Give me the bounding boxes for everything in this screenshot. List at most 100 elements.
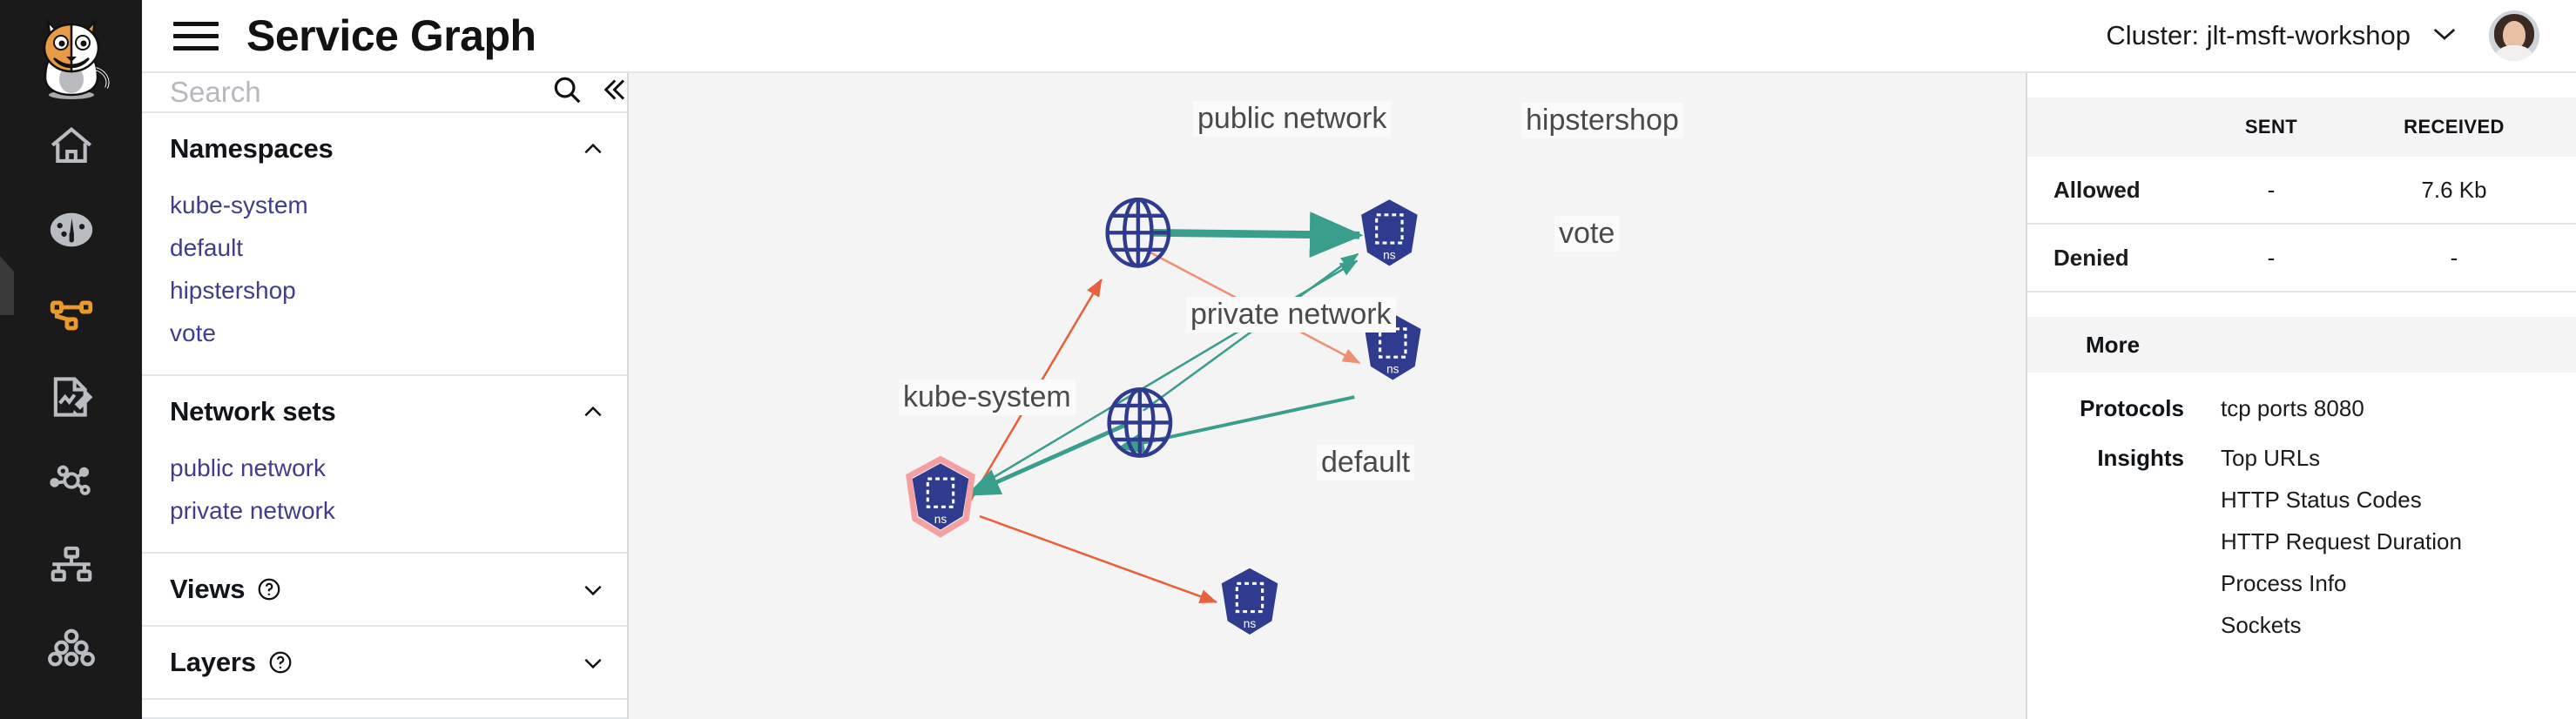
- row-label-denied: Denied: [2053, 244, 2129, 271]
- section-body-namespaces: kube-system default hipstershop vote: [142, 185, 627, 374]
- sidebar-item-hipstershop[interactable]: hipstershop: [170, 277, 296, 305]
- chevron-down-icon[interactable]: [582, 578, 604, 601]
- rail-item-dashboard[interactable]: [0, 188, 142, 272]
- protocols-value: tcp ports 8080: [2221, 395, 2364, 421]
- icon-rail: [0, 0, 142, 719]
- protocols-row: Protocols tcp ports 8080: [2027, 373, 2576, 422]
- insight-http-status-codes[interactable]: HTTP Status Codes: [2221, 487, 2422, 513]
- protocols-label: Protocols: [2080, 395, 2184, 421]
- rail-item-network[interactable]: [0, 439, 142, 522]
- chevron-up-icon[interactable]: [582, 138, 604, 160]
- node-hipstershop[interactable]: ns: [1361, 199, 1418, 266]
- search-row: [142, 73, 627, 113]
- sidebar-item-public-network[interactable]: public network: [170, 454, 326, 482]
- rail-item-clusters[interactable]: [0, 606, 142, 689]
- table-row: Allowed - 7.6 Kb: [2027, 157, 2576, 225]
- chevron-down-icon[interactable]: [2431, 26, 2458, 46]
- cell-allowed-sent: -: [2267, 176, 2276, 203]
- section-header-layers[interactable]: Layers: [142, 627, 627, 698]
- section-title: Namespaces: [170, 132, 334, 164]
- node-label-public-network[interactable]: public network: [1193, 101, 1392, 137]
- node-public-network[interactable]: [1105, 198, 1171, 268]
- node-label-hipstershop[interactable]: hipstershop: [1521, 103, 1683, 138]
- insights-label: Insights: [2097, 445, 2184, 471]
- avatar[interactable]: [2489, 10, 2539, 61]
- edge-kube-system-hipstershop[interactable]: [970, 259, 1359, 492]
- insights-row: Insights Top URLs HTTP Status Codes HTTP…: [2027, 422, 2576, 639]
- table-row: Denied - -: [2027, 225, 2576, 292]
- hierarchy-icon: [46, 539, 97, 589]
- edge-kube-system-default[interactable]: [979, 514, 1218, 604]
- chevron-up-icon[interactable]: [582, 400, 604, 423]
- rail-item-home[interactable]: [0, 104, 142, 188]
- cell-denied-received: -: [2450, 244, 2458, 271]
- clusters-icon: [46, 622, 97, 673]
- section-title: Network sets: [170, 395, 336, 427]
- section-layers: Layers: [142, 627, 627, 700]
- insight-process-info[interactable]: Process Info: [2221, 570, 2347, 596]
- service-graph-canvas-panel: Namespaces from 15 minutes to 0 minutes …: [629, 0, 2027, 719]
- help-circle-icon[interactable]: [267, 649, 293, 675]
- node-label-vote[interactable]: vote: [1554, 216, 1620, 252]
- chevron-down-icon[interactable]: [582, 651, 604, 674]
- svg-text:ns: ns: [1386, 363, 1399, 376]
- section-network-sets: Network sets public network private netw…: [142, 376, 627, 554]
- search-icon[interactable]: [550, 73, 583, 111]
- section-header-namespaces[interactable]: Namespaces: [142, 113, 627, 185]
- rail-item-service-graph[interactable]: [0, 256, 142, 355]
- more-section-header[interactable]: More: [2027, 317, 2576, 373]
- insight-top-urls[interactable]: Top URLs: [2221, 445, 2321, 471]
- service-graph-icon: [46, 288, 97, 339]
- edge-public-network-hipstershop[interactable]: [1153, 212, 1364, 258]
- graph-edges: [966, 212, 1364, 604]
- row-label-allowed: Allowed: [2053, 176, 2141, 203]
- rail-item-policies[interactable]: [0, 355, 142, 439]
- cell-allowed-received: 7.6 Kb: [2421, 176, 2487, 203]
- sidebar-item-vote[interactable]: vote: [170, 319, 216, 347]
- nodes-icon: [46, 455, 97, 506]
- sidebar-item-default[interactable]: default: [170, 234, 244, 262]
- section-header-network-sets[interactable]: Network sets: [142, 376, 627, 447]
- details-gap: [2027, 292, 2576, 317]
- sidebar-item-private-network[interactable]: private network: [170, 497, 335, 525]
- hamburger-icon[interactable]: [173, 21, 219, 50]
- insights-list: Top URLs HTTP Status Codes HTTP Request …: [2184, 445, 2462, 639]
- cell-denied-sent: -: [2267, 244, 2276, 271]
- search-box[interactable]: [170, 73, 583, 111]
- rail-item-topology[interactable]: [0, 522, 142, 606]
- left-sidebar: Namespaces kube-system default hipstersh…: [142, 0, 629, 719]
- svg-text:ns: ns: [1383, 249, 1396, 262]
- sidebar-tail: [142, 700, 627, 719]
- graph-canvas[interactable]: ns ns ns: [629, 84, 2026, 719]
- svg-text:ns: ns: [1244, 617, 1257, 630]
- node-label-kube-system[interactable]: kube-system: [899, 380, 1076, 415]
- insight-sockets[interactable]: Sockets: [2221, 612, 2302, 638]
- search-input[interactable]: [170, 75, 540, 109]
- cluster-selector[interactable]: Cluster: jlt-msft-workshop: [2106, 20, 2411, 50]
- node-private-network[interactable]: [1107, 387, 1173, 458]
- chevron-double-left-icon[interactable]: [592, 74, 634, 110]
- insight-http-request-duration[interactable]: HTTP Request Duration: [2221, 528, 2462, 554]
- details-table-header: SENT RECEIVED: [2027, 97, 2576, 157]
- dashboard-icon: [46, 205, 97, 255]
- node-kube-system[interactable]: ns: [906, 455, 975, 538]
- section-header-views[interactable]: Views: [142, 554, 627, 625]
- sidebar-item-kube-system[interactable]: kube-system: [170, 192, 308, 219]
- page-title: Service Graph: [246, 11, 536, 60]
- graph-svg[interactable]: ns ns ns: [629, 84, 2026, 719]
- home-icon: [46, 121, 97, 171]
- col-sent: SENT: [2244, 116, 2298, 138]
- top-bar: Service Graph Cluster: jlt-msft-workshop: [142, 0, 2576, 73]
- edge-private-network-kube-system[interactable]: [966, 422, 1129, 497]
- col-received: RECEIVED: [2404, 116, 2505, 138]
- help-circle-icon[interactable]: [256, 576, 282, 602]
- svg-text:ns: ns: [934, 513, 947, 526]
- node-label-private-network[interactable]: private network: [1186, 297, 1396, 333]
- node-default[interactable]: ns: [1221, 568, 1278, 635]
- section-body-network-sets: public network private network: [142, 447, 627, 552]
- calico-cat-logo[interactable]: [0, 0, 142, 104]
- section-title: Layers: [170, 646, 256, 677]
- section-views: Views: [142, 554, 627, 627]
- node-label-default[interactable]: default: [1317, 445, 1415, 480]
- policy-edit-icon: [46, 372, 97, 422]
